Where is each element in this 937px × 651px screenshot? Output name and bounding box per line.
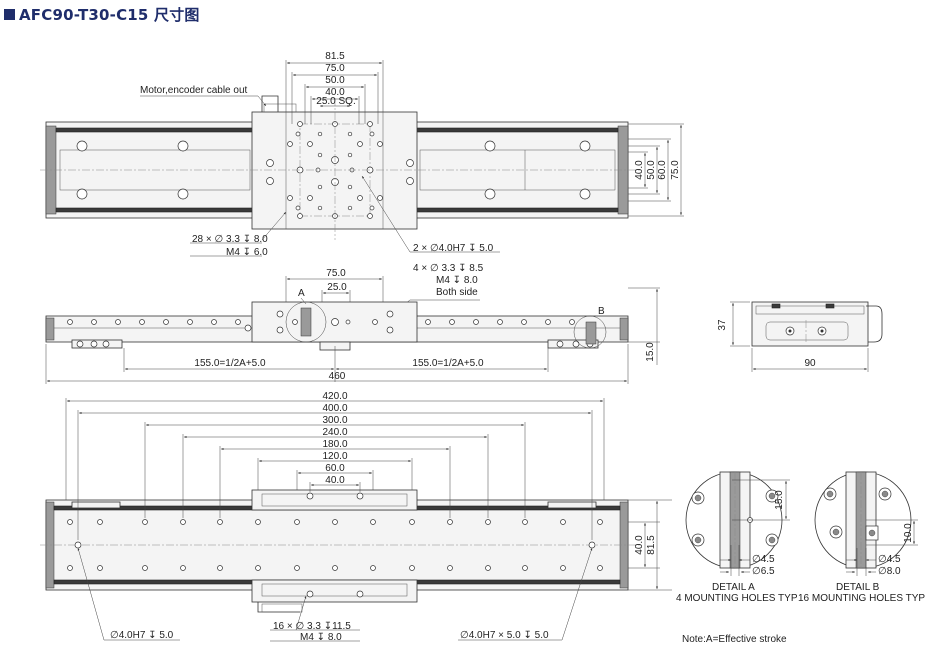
bottom-dim-40: 40.0	[325, 475, 345, 486]
bottom-view: 420.0 400.0 300.0 240.0 180.0 120.0 60.0…	[40, 391, 672, 643]
top-dims-horizontal	[285, 60, 384, 124]
top-rail-hole	[579, 188, 591, 200]
top-carriage	[251, 111, 418, 230]
note-bottom-center-2: M4 ↧ 8.0	[300, 632, 342, 643]
top-rail-hole	[76, 188, 88, 200]
bottom-cable	[257, 602, 300, 613]
note-top-left-1: 28 × ∅ 3.3 ↧ 8.0	[192, 234, 268, 245]
top-view: 81.5 75.0 50.0 40.0 25.0 SQ. Motor,encod…	[40, 51, 684, 323]
detail-b-dim-vertical: 10.0	[903, 523, 914, 543]
bottom-dim-400: 400.0	[322, 403, 347, 414]
dim-top-50: 50.0	[325, 75, 345, 86]
end-view: 37 90	[717, 301, 883, 372]
note-bottom-left: ∅4.0H7 ↧ 5.0	[110, 630, 174, 641]
detail-a-caption: 4 MOUNTING HOLES TYP	[676, 593, 798, 604]
side-dim-right: 155.0=1/2A+5.0	[412, 358, 484, 369]
end-dim-width: 90	[804, 358, 816, 369]
end-dim-height: 37	[717, 319, 728, 331]
bottom-dim-240: 240.0	[322, 427, 347, 438]
detail-a-callout	[285, 301, 327, 343]
bottom-dim-60: 60.0	[325, 463, 345, 474]
detail-b-callout	[573, 315, 607, 349]
side-dim-total: 460	[329, 371, 346, 382]
cable-box	[263, 103, 297, 113]
detail-b: 10.0 ∅4.5 ∅8.0 DETAIL B 16 MOUNTING HOLE…	[798, 471, 925, 604]
dim-top-81.5: 81.5	[325, 51, 345, 62]
side-dim-left: 155.0=1/2A+5.0	[194, 358, 266, 369]
top-rail-hole	[177, 188, 189, 200]
note-top-left-2: M4 ↧ 6.0	[226, 247, 268, 258]
detail-b-dim-2: ∅8.0	[878, 566, 901, 577]
bottom-carriage-top	[251, 489, 418, 511]
dim-top-25sq: 25.0 SQ.	[316, 96, 355, 107]
end-body	[751, 301, 869, 347]
end-cable	[866, 305, 883, 343]
cable-label: Motor,encoder cable out	[140, 85, 248, 96]
side-dim-75: 75.0	[326, 268, 346, 279]
note-top-right-3: M4 ↧ 8.0	[436, 275, 478, 286]
detail-a-dim-1: ∅4.5	[752, 554, 775, 565]
title-square-icon	[4, 9, 15, 20]
side-view: A B 75.0 25.0 155.0=1/2A+5.0 155.0=1/2A+…	[45, 268, 660, 384]
top-carriage-inner	[285, 111, 384, 230]
detail-a-dim-vertical: 15.0	[774, 490, 785, 510]
dim-right-60: 60.0	[657, 160, 668, 180]
label-b: B	[598, 306, 605, 317]
dim-right-75: 75.0	[670, 160, 681, 180]
top-rail-hole	[579, 140, 591, 152]
bottom-dim-120: 120.0	[322, 451, 347, 462]
detail-a: 15.0 ∅4.5 ∅6.5 DETAIL A 4 MOUNTING HOLES…	[676, 471, 798, 604]
note-top-right-1: 2 × ∅4.0H7 ↧ 5.0	[413, 243, 494, 254]
dim-right-50: 50.0	[646, 160, 657, 180]
page-title: AFC90-T30-C15 尺寸图	[19, 6, 200, 24]
bottom-dim-300: 300.0	[322, 415, 347, 426]
detail-a-label: DETAIL A	[712, 582, 755, 593]
title-block: AFC90-T30-C15 尺寸图	[4, 4, 200, 25]
bottom-dim-right-40: 40.0	[634, 535, 645, 555]
bottom-dims-lines	[65, 398, 605, 540]
top-dims-vertical	[628, 123, 684, 217]
dim-top-40: 40.0	[325, 87, 345, 98]
note-bottom-right: ∅4.0H7 × 5.0 ↧ 5.0	[460, 630, 549, 641]
note-bottom-center-1: 16 × ∅ 3.3 ↧11.5	[273, 621, 351, 632]
side-rail-right-cap	[619, 317, 629, 341]
top-rail-hole	[484, 140, 496, 152]
note-top-right-2: 4 × ∅ 3.3 ↧ 8.5	[413, 263, 484, 274]
detail-b-label: DETAIL B	[836, 582, 880, 593]
detail-b-dim-1: ∅4.5	[878, 554, 901, 565]
side-dim-25: 25.0	[327, 282, 347, 293]
bottom-dim-420: 420.0	[322, 391, 347, 402]
bottom-dim-180: 180.0	[322, 439, 347, 450]
bottom-carriage-bottom	[251, 579, 418, 603]
top-rail-hole	[177, 140, 189, 152]
note-top-right-4: Both side	[436, 287, 478, 298]
side-rail-left-cap	[45, 317, 55, 341]
side-dim-height: 15.0	[645, 342, 656, 362]
top-rail-hole	[484, 188, 496, 200]
label-a: A	[298, 288, 305, 299]
side-rail-holes	[67, 310, 594, 348]
bottom-rail-holes	[67, 492, 603, 598]
bottom-dim-right-81.5: 81.5	[646, 535, 657, 555]
detail-b-caption: 16 MOUNTING HOLES TYP	[798, 593, 925, 604]
top-rail-hole	[76, 140, 88, 152]
note-effective-stroke: Note:A=Effective stroke	[682, 634, 787, 645]
dim-right-40: 40.0	[634, 160, 645, 180]
detail-a-dim-2: ∅6.5	[752, 566, 775, 577]
dim-top-75: 75.0	[325, 63, 345, 74]
